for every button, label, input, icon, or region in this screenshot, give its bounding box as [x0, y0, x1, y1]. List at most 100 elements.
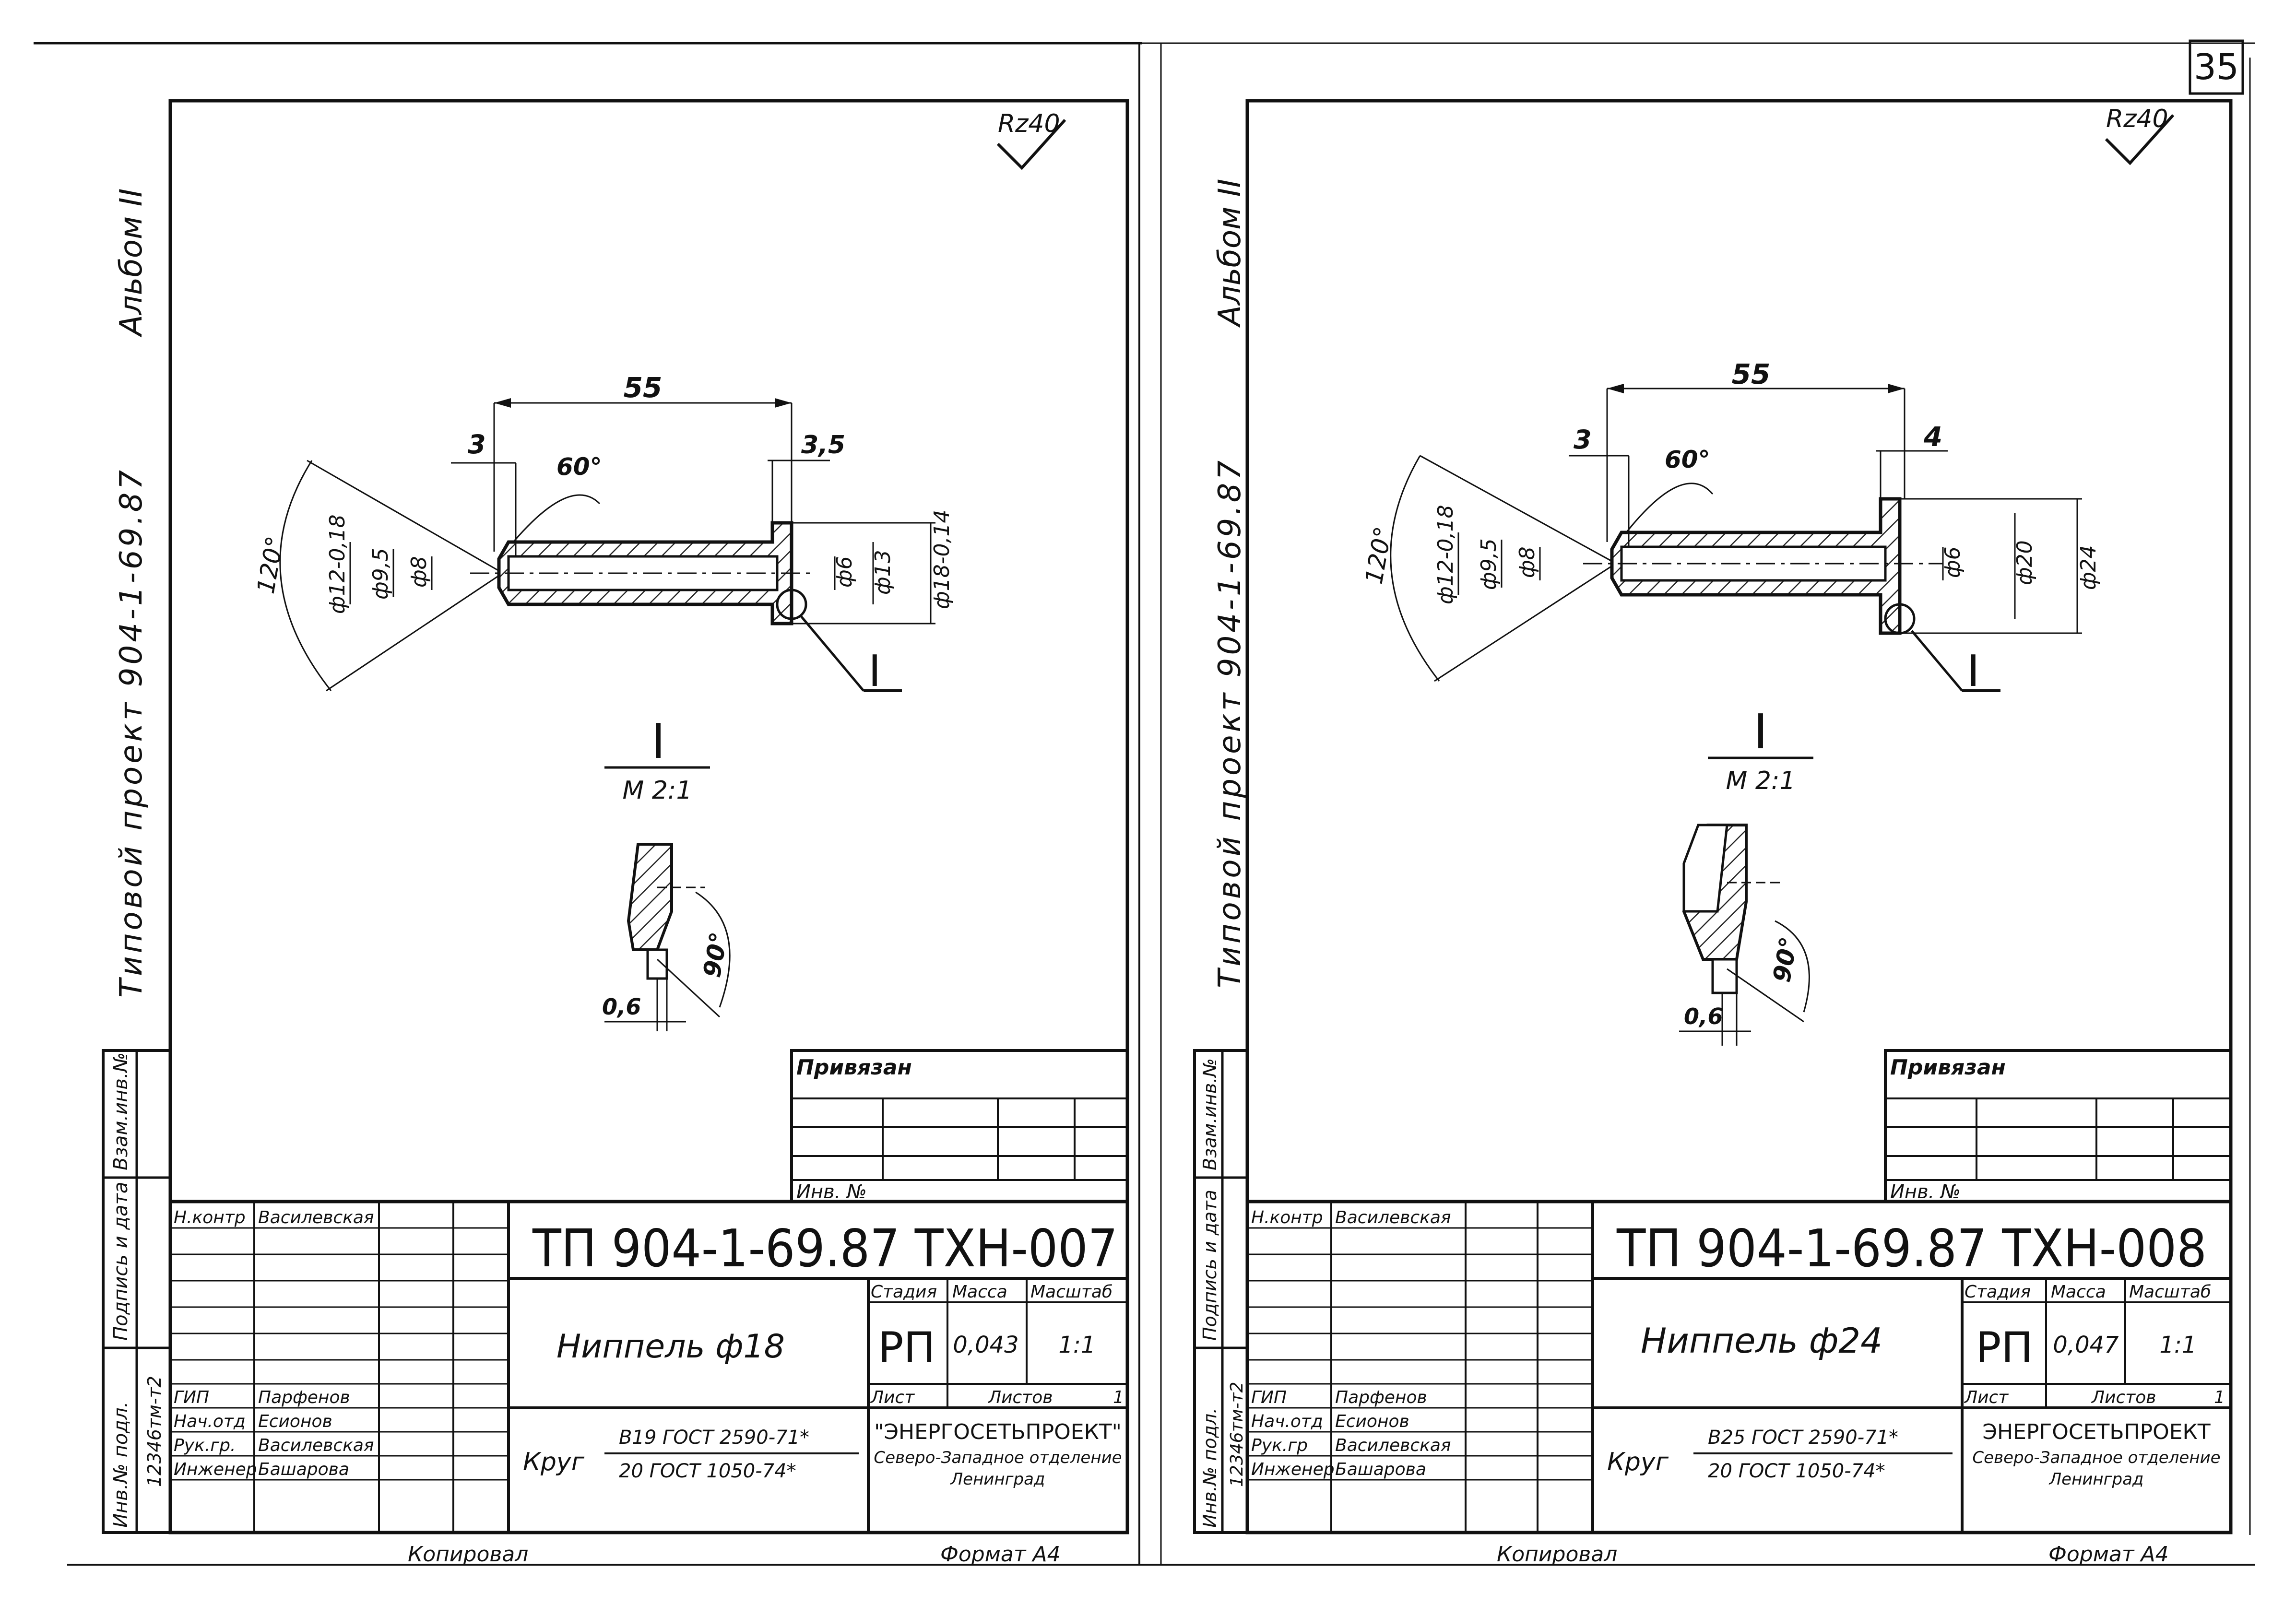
mass-value: 0,047	[2053, 1332, 2119, 1358]
side-label-inv-podl: Инв.№ подл.	[1199, 1408, 1220, 1528]
side-label-podpis: Подпись и дата	[1199, 1190, 1220, 1341]
detail-dim: 0,6	[602, 994, 641, 1020]
dim-flange: 4	[1923, 422, 1942, 453]
person-name-0: Василевская	[258, 1208, 374, 1227]
privyazan-label: Привязан	[1890, 1055, 2006, 1080]
person-name-4: Башарова	[1335, 1460, 1426, 1479]
side-label-inv-num: 12346тм-т2	[1227, 1381, 1247, 1487]
org-name: ЭНЕРГОСЕТЬПРОЕКТ	[1982, 1420, 2210, 1444]
copied-label: Копировал	[408, 1542, 528, 1567]
dim-d2: ф9,5	[368, 548, 393, 600]
privyazan-table: Привязан Инв. №	[1884, 1049, 2232, 1203]
person-role-3: Рук.гр	[1251, 1436, 1308, 1455]
material-top: В25 ГОСТ 2590-71*	[1708, 1427, 1898, 1449]
detail-mark: I	[1967, 646, 1980, 696]
detail-dim: 0,6	[1684, 1003, 1723, 1029]
nipple-24-section: I 55 3 60° 4 120° ф12-0,18 ф9,5 ф8	[1360, 358, 2101, 696]
person-name-2: Есионов	[258, 1412, 332, 1431]
person-name-1: Парфенов	[258, 1388, 350, 1407]
sheets-label: Листов	[987, 1388, 1053, 1407]
person-name-1: Парфенов	[1335, 1388, 1427, 1407]
project-side-label: Типовой проект 904-1-69.87	[114, 467, 149, 998]
person-role-0: Н.контр	[1251, 1208, 1323, 1227]
org-city: Ленинград	[950, 1470, 1045, 1489]
detail-title: I	[1753, 704, 1768, 760]
sheet-right: Взам.инв.№ Подпись и дата Инв.№ подл. 12…	[1193, 99, 2233, 1567]
person-role-0: Н.контр	[174, 1208, 246, 1227]
material-bottom: 20 ГОСТ 1050-74*	[1708, 1460, 1885, 1482]
part-name: Ниппель ф18	[556, 1328, 785, 1366]
sheet-left: Взам.инв.№ Подпись и дата Инв.№ подл. 12…	[102, 99, 1129, 1567]
inv-no-label: Инв. №	[796, 1181, 867, 1203]
material-prefix: Круг	[1607, 1448, 1669, 1476]
dim-d3: ф8	[1515, 546, 1539, 578]
side-label-vzam: Взам.инв.№	[1199, 1058, 1220, 1170]
privyazan-label: Привязан	[796, 1055, 912, 1080]
dim-d4: ф6	[832, 556, 857, 588]
detail-scale: М 2:1	[622, 776, 692, 805]
dim-d6: ф18-0,14	[930, 510, 954, 609]
side-label-vzam: Взам.инв.№	[110, 1052, 132, 1170]
nipple-18-section: I 55 3 60° 3,5 120°	[252, 371, 954, 696]
stage-label: Стадия	[1965, 1282, 2031, 1302]
title-block: Н.контр Василевская ГИП Парфенов Нач.отд…	[1245, 1200, 2233, 1534]
person-role-2: Нач.отд	[174, 1412, 246, 1431]
material-top: В19 ГОСТ 2590-71*	[619, 1427, 809, 1449]
dim-d5: ф20	[2012, 540, 2037, 585]
album-label: Альбом II	[114, 189, 149, 338]
dim-d6: ф24	[2076, 545, 2101, 590]
detail-view: I М 2:1 90° 0,6	[1679, 704, 1813, 1046]
person-name-3: Василевская	[1335, 1436, 1451, 1455]
dim-d3: ф8	[407, 556, 431, 588]
svg-text:Rz40: Rz40	[998, 109, 1060, 138]
sheets-count: 1	[1113, 1388, 1124, 1407]
stage-value: РП	[1976, 1323, 2033, 1372]
dim-length: 55	[624, 371, 663, 404]
page-number: 35	[2194, 47, 2239, 88]
person-name-2: Есионов	[1335, 1412, 1409, 1431]
stamp-code: ТП 904-1-69.87 ТХН-007	[532, 1219, 1118, 1279]
format-label: Формат А4	[940, 1542, 1061, 1567]
org-branch: Северо-Западное отделение	[874, 1448, 1122, 1467]
stage-label: Стадия	[871, 1282, 937, 1302]
material-bottom: 20 ГОСТ 1050-74*	[619, 1460, 796, 1482]
privyazan-table: Привязан Инв. №	[790, 1049, 1129, 1203]
roughness-symbol: Rz40	[2105, 105, 2175, 165]
mass-value: 0,043	[953, 1332, 1018, 1358]
copied-label: Копировал	[1497, 1542, 1617, 1567]
person-role-4: Инженер	[174, 1460, 257, 1479]
dim-angle60: 60°	[1665, 446, 1710, 473]
detail-title: I	[651, 713, 665, 769]
part-name: Ниппель ф24	[1641, 1321, 1882, 1361]
title-block: Н.контр Василевская ГИП Парфенов Нач.отд…	[168, 1200, 1129, 1534]
material-prefix: Круг	[523, 1448, 585, 1476]
dim-d2: ф9,5	[1477, 538, 1501, 590]
side-label-inv-podl: Инв.№ подл.	[110, 1402, 132, 1528]
person-role-2: Нач.отд	[1251, 1412, 1323, 1431]
dim-d5: ф13	[871, 550, 895, 595]
org-branch: Северо-Западное отделение	[1972, 1448, 2220, 1467]
dim-angle120: 120°	[252, 534, 289, 596]
stamp-code: ТП 904-1-69.87 ТХН-008	[1616, 1219, 2207, 1279]
side-label-podpis: Подпись и дата	[110, 1182, 132, 1341]
sheet-label: Лист	[1964, 1388, 2009, 1407]
person-role-4: Инженер	[1251, 1460, 1335, 1479]
mass-label: Масса	[952, 1282, 1007, 1302]
person-role-1: ГИП	[174, 1388, 209, 1407]
detail-angle: 90°	[1768, 935, 1803, 984]
scale-label: Масштаб	[2129, 1282, 2211, 1302]
sheets-label: Листов	[2091, 1388, 2156, 1407]
dim-d1: ф12-0,18	[325, 515, 350, 614]
page-number-box: 35	[2189, 39, 2244, 95]
org-name: "ЭНЕРГОСЕТЬПРОЕКТ"	[874, 1420, 1122, 1444]
sheet-outer-frame	[34, 42, 2255, 1566]
person-role-3: Рук.гр.	[174, 1436, 236, 1455]
project-side-label: Типовой проект 904-1-69.87	[1212, 458, 1248, 988]
dim-d1: ф12-0,18	[1433, 505, 1458, 604]
dim-chamfer: 3	[1574, 425, 1592, 455]
person-role-1: ГИП	[1251, 1388, 1287, 1407]
person-name-0: Василевская	[1335, 1208, 1451, 1227]
person-name-4: Башарова	[258, 1460, 349, 1479]
dim-flange: 3,5	[801, 431, 845, 460]
